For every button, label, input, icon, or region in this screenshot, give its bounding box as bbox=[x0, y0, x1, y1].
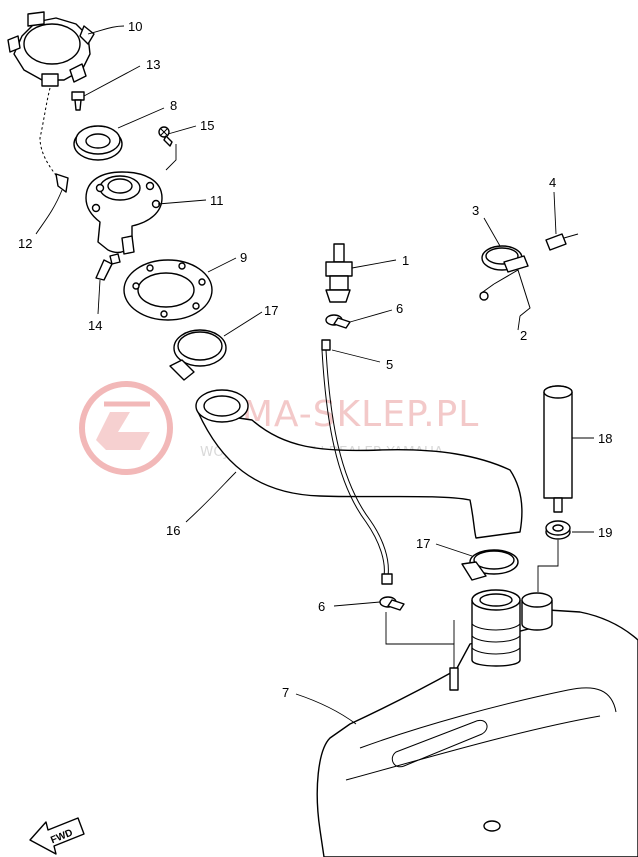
screw-13 bbox=[71, 91, 85, 111]
callout-17-upper: 17 bbox=[264, 303, 278, 318]
callout-6-upper: 6 bbox=[396, 301, 403, 316]
callouts: 10 13 8 15 11 12 14 9 17 1 6 5 3 4 2 18 … bbox=[18, 19, 612, 700]
fuel-tank-7 bbox=[316, 589, 638, 857]
callout-8: 8 bbox=[170, 98, 177, 113]
fwd-arrow-badge: FWD bbox=[29, 817, 85, 855]
callout-4: 4 bbox=[549, 175, 556, 190]
callout-3: 3 bbox=[472, 203, 479, 218]
callout-16: 16 bbox=[166, 523, 180, 538]
callout-19: 19 bbox=[598, 525, 612, 540]
connection-lines bbox=[165, 144, 559, 668]
callout-18: 18 bbox=[598, 431, 612, 446]
breather-valve-1 bbox=[325, 243, 353, 303]
callout-6-lower: 6 bbox=[318, 599, 325, 614]
hose-clip-6-upper bbox=[325, 314, 351, 329]
leader-lines bbox=[35, 25, 594, 725]
grommet-8 bbox=[73, 125, 123, 161]
callout-10: 10 bbox=[128, 19, 142, 34]
screw-15 bbox=[158, 126, 173, 147]
bracket-2 bbox=[479, 269, 531, 317]
callout-12: 12 bbox=[18, 236, 32, 251]
clip-14 bbox=[95, 253, 121, 281]
hose-clamp-17-lower bbox=[461, 549, 519, 581]
callout-1: 1 bbox=[402, 253, 409, 268]
callout-9: 9 bbox=[240, 250, 247, 265]
filler-hose-16 bbox=[195, 389, 523, 539]
breather-hose-5 bbox=[321, 339, 393, 585]
vent-pipe-18 bbox=[543, 385, 573, 513]
callout-11: 11 bbox=[210, 193, 224, 208]
grommet-19 bbox=[545, 520, 571, 540]
pin-4 bbox=[545, 233, 579, 251]
band-3 bbox=[481, 245, 529, 273]
gasket-9 bbox=[123, 259, 213, 321]
callout-17-lower: 17 bbox=[416, 536, 430, 551]
hose-clip-6-lower bbox=[379, 596, 405, 611]
filler-neck bbox=[85, 171, 163, 255]
watermark-logo-icon bbox=[79, 381, 173, 475]
callout-7: 7 bbox=[282, 685, 289, 700]
cap-chain bbox=[39, 87, 69, 193]
callout-13: 13 bbox=[146, 57, 160, 72]
callout-14: 14 bbox=[88, 318, 102, 333]
callout-2: 2 bbox=[520, 328, 527, 343]
callout-5: 5 bbox=[386, 357, 393, 372]
fuel-cap bbox=[7, 11, 95, 87]
callout-15: 15 bbox=[200, 118, 214, 133]
hose-clamp-17-upper bbox=[169, 329, 227, 381]
